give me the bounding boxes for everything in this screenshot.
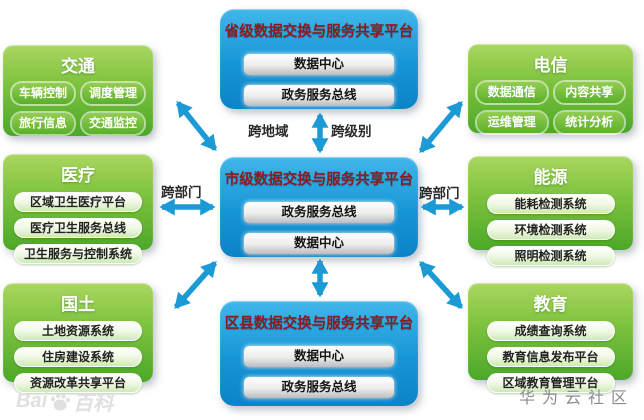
land-item-land-resource-system: 土地资源系统 [14,321,142,341]
medical-sector-box: 医疗 区域卫生医疗平台 医疗卫生服务总线 卫生服务与控制系统 [3,154,153,264]
district-service-bus-button: 政务服务总线 [244,377,394,398]
traffic-item-traffic-monitoring: 交通监控 [82,113,144,134]
provincial-platform-title: 省级数据交换与服务共享平台 [224,24,414,40]
land-sector-title: 国土 [61,295,95,314]
energy-item-environment-monitoring: 环境检测系统 [486,220,615,240]
medical-sector-title: 医疗 [61,166,95,185]
energy-sector-box: 能源 能耗检测系统 环境检测系统 照明检测系统 [468,156,633,266]
provincial-service-bus-button: 政务服务总线 [244,85,394,106]
telecom-item-content-sharing: 内容共享 [554,82,624,103]
land-item-housing-construction-system: 住房建设系统 [14,347,142,367]
arrow-label-cross-level: 跨级别 [331,124,372,139]
traffic-sector-box: 交通 车辆控制 调度管理 旅行信息 交通监控 [3,45,153,136]
baidu-watermark-prefix: Bai [16,390,48,412]
provincial-data-center-button: 数据中心 [244,54,394,75]
telecom-item-data-communication: 数据通信 [477,82,547,103]
traffic-item-travel-info: 旅行信息 [12,113,74,134]
education-item-info-publishing-platform: 教育信息发布平台 [486,347,615,367]
energy-sector-title: 能源 [533,168,568,187]
land-sector-box: 国土 土地资源系统 住房建设系统 资源改革共享平台 [3,283,153,393]
district-data-center-button: 数据中心 [244,346,394,367]
education-sector-title: 教育 [533,295,568,314]
medical-item-health-control-system: 卫生服务与控制系统 [14,244,142,264]
energy-item-lighting-monitoring: 照明检测系统 [486,246,615,266]
telecom-sector-title: 电信 [533,56,568,75]
baidu-baike-watermark: Bai 百科 [16,387,113,416]
education-item-regional-management-platform: 区域教育管理平台 [486,373,615,393]
traffic-items-grid: 车辆控制 调度管理 旅行信息 交通监控 [3,83,153,134]
baidu-watermark-suffix: 百科 [73,393,114,415]
telecom-items-grid: 数据通信 内容共享 运维管理 统计分析 [468,82,633,133]
arrow-traffic-municipal [175,101,218,151]
arrow-land-municipal [173,261,218,309]
huawei-cloud-watermark: 华为云社区 [518,390,634,407]
traffic-item-dispatch-management: 调度管理 [82,83,144,104]
municipal-data-center-button: 数据中心 [244,233,394,254]
provincial-platform-box: 省级数据交换与服务共享平台 数据中心 政务服务总线 [220,9,418,109]
telecom-sector-box: 电信 数据通信 内容共享 运维管理 统计分析 [468,44,633,133]
land-item-resource-reform-platform: 资源改革共享平台 [14,373,142,393]
paw-print-icon [49,392,71,412]
municipal-platform-box: 市级数据交换与服务共享平台 政务服务总线 数据中心 [220,157,418,257]
arrow-label-cross-department-left: 跨部门 [161,185,202,200]
arrow-education-municipal [418,261,464,309]
telecom-item-operations-management: 运维管理 [477,112,547,133]
medical-item-health-service-bus: 医疗卫生服务总线 [14,218,142,238]
arrow-label-cross-department-right: 跨部门 [419,186,460,201]
education-item-score-query-system: 成绩查询系统 [486,321,615,341]
district-platform-title: 区县数据交换与服务共享平台 [224,316,414,332]
telecom-item-statistical-analysis: 统计分析 [554,112,624,133]
energy-item-consumption-monitoring: 能耗检测系统 [486,194,615,214]
municipal-platform-title: 市级数据交换与服务共享平台 [224,172,414,188]
traffic-sector-title: 交通 [61,57,95,76]
traffic-item-vehicle-control: 车辆控制 [12,83,74,104]
district-platform-box: 区县数据交换与服务共享平台 数据中心 政务服务总线 [220,301,418,406]
municipal-service-bus-button: 政务服务总线 [244,202,394,223]
education-sector-box: 教育 成绩查询系统 教育信息发布平台 区域教育管理平台 [468,283,633,393]
medical-item-regional-health-platform: 区域卫生医疗平台 [14,192,142,212]
arrow-telecom-municipal [418,101,464,153]
arrow-label-cross-region: 跨地域 [248,124,289,139]
